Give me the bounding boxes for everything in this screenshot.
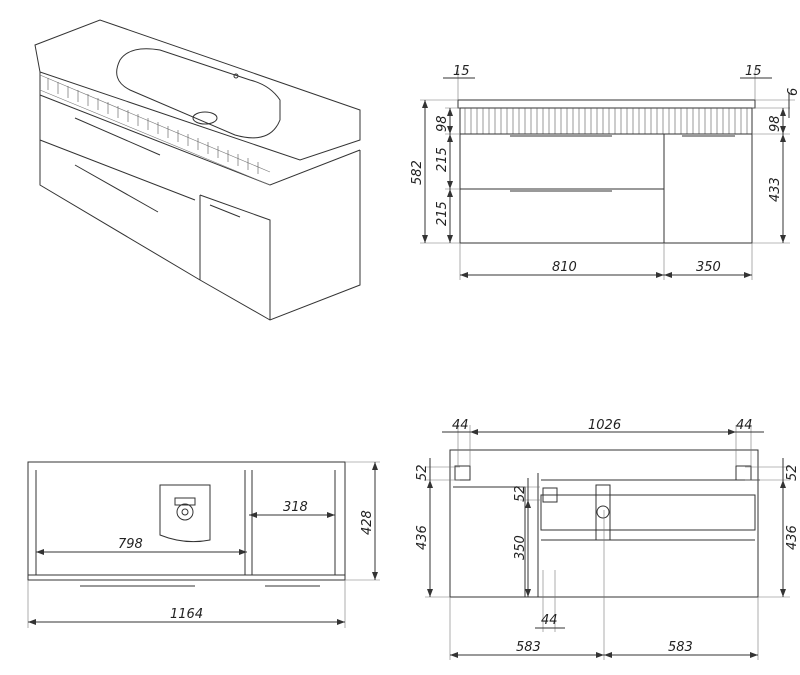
dim-overhang-left: 15 — [453, 64, 470, 79]
dim-half-right: 583 — [668, 640, 693, 655]
isometric-view — [34, 19, 361, 321]
dim-hinge-right: 44 — [736, 418, 753, 433]
dim-inner-width: 798 — [118, 537, 143, 552]
dim-hinge-left: 44 — [452, 418, 469, 433]
dim-door-width: 350 — [696, 260, 721, 275]
dim-total-height: 582 — [410, 160, 425, 185]
fluted-band — [464, 108, 748, 134]
dim-top-right: 52 — [785, 464, 800, 481]
front-view: 15 15 6 582 98 215 215 98 433 810 350 — [410, 64, 800, 280]
dim-overhang-right: 15 — [745, 64, 762, 79]
dim-offset: 44 — [541, 613, 558, 628]
dim-total-width: 1164 — [170, 607, 203, 622]
plan-view: 798 318 428 1164 — [27, 461, 380, 628]
dim-side-depth: 318 — [283, 500, 308, 515]
dim-half-left: 583 — [516, 640, 541, 655]
dim-depth: 428 — [360, 510, 375, 535]
dim-drawer-bottom: 215 — [435, 201, 450, 226]
dim-band-right: 98 — [768, 115, 783, 132]
dim-height-right: 436 — [785, 525, 800, 550]
dim-top-thickness: 6 — [786, 88, 800, 96]
dim-top-left: 52 — [415, 464, 430, 481]
dim-drawer-top: 215 — [435, 147, 450, 172]
dim-inner-top: 52 — [513, 485, 528, 502]
dim-door-height: 433 — [768, 177, 783, 202]
dim-band-left: 98 — [435, 115, 450, 132]
dim-inner-height: 350 — [513, 535, 528, 560]
dim-span: 1026 — [588, 418, 621, 433]
dim-height-left: 436 — [415, 525, 430, 550]
rear-view: 44 1026 44 52 436 52 436 52 350 44 583 5… — [415, 418, 800, 660]
dim-drawers-width: 810 — [552, 260, 577, 275]
